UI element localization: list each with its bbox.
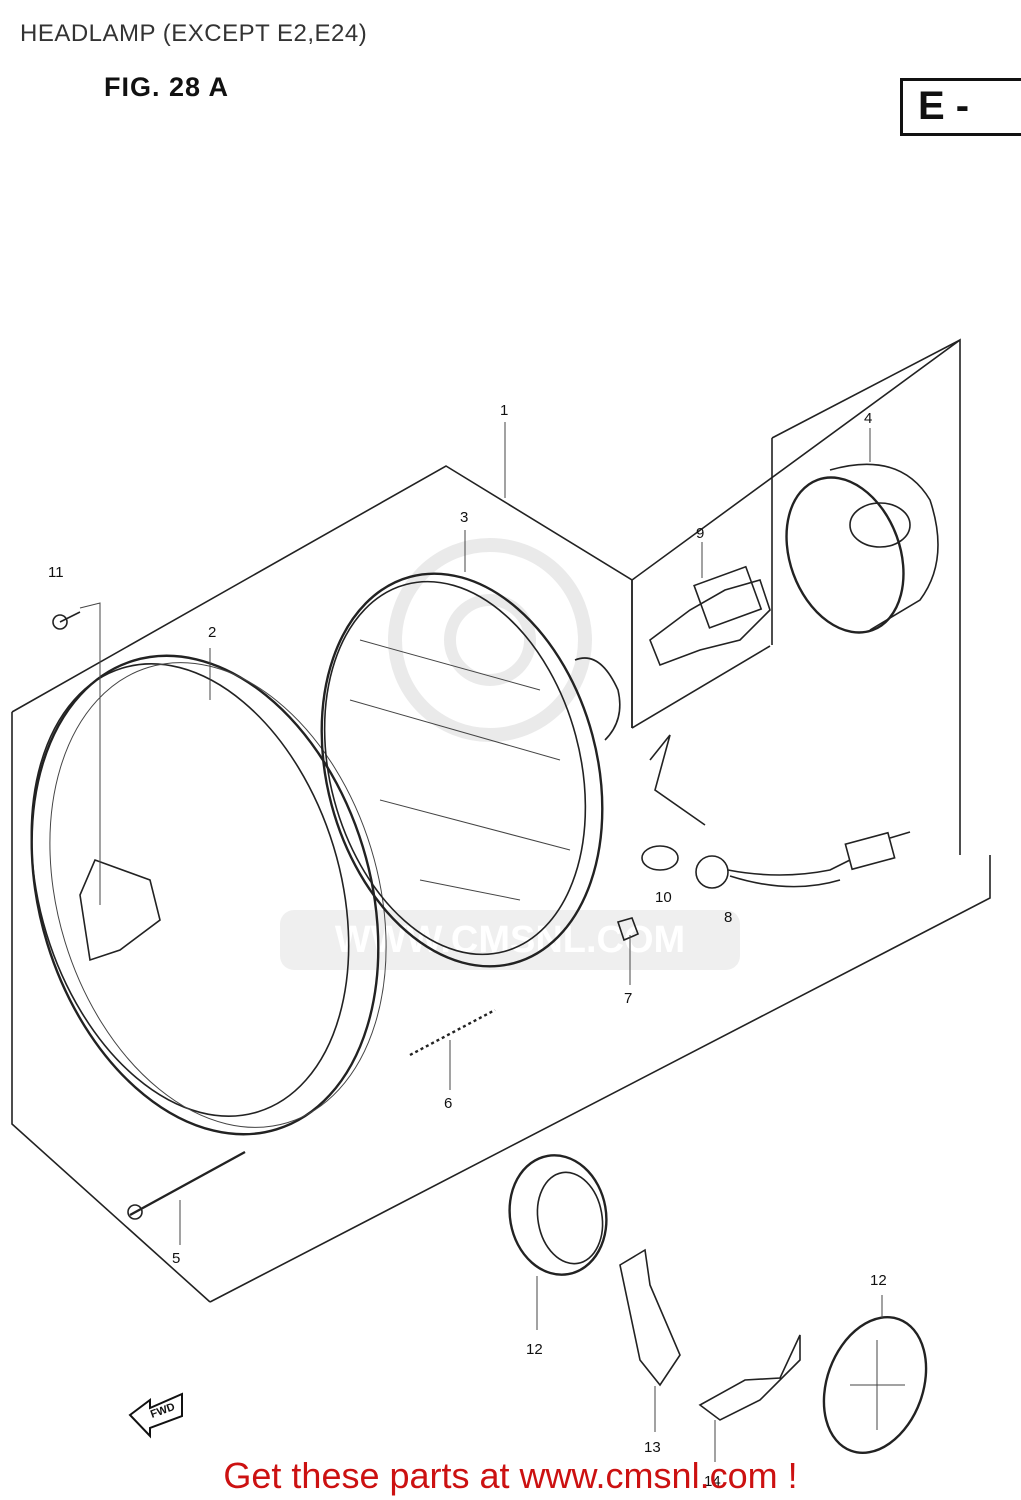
callout-6: 6 bbox=[444, 1095, 452, 1112]
callout-7: 7 bbox=[624, 990, 632, 1007]
figure-label: FIG. 28 A bbox=[104, 72, 230, 102]
small-hardware bbox=[52, 602, 640, 1245]
region-code: E - bbox=[918, 84, 970, 128]
callout-1: 1 bbox=[500, 402, 508, 419]
callout-11: 11 bbox=[48, 564, 64, 581]
watermark-logo: WWW.CMSNL.COM bbox=[280, 538, 740, 970]
callout-5: 5 bbox=[172, 1250, 180, 1267]
assembly-outline bbox=[11, 338, 991, 1303]
region-box bbox=[900, 78, 1021, 136]
halogen-bulb bbox=[649, 542, 771, 667]
page-title: HEADLAMP (EXCEPT E2,E24) bbox=[20, 20, 368, 47]
callout-10: 10 bbox=[655, 889, 672, 906]
position-bulb-and-socket bbox=[641, 734, 911, 889]
callout-9: 9 bbox=[696, 525, 704, 542]
socket-housing bbox=[785, 428, 939, 634]
callout-8: 8 bbox=[724, 909, 732, 926]
headlamp-rim bbox=[30, 648, 387, 1136]
reflectors-and-brackets bbox=[508, 1154, 928, 1462]
callout-4: 4 bbox=[864, 410, 872, 427]
headlamp-unit bbox=[320, 530, 621, 968]
forward-direction-icon: FWD bbox=[128, 1392, 183, 1439]
callout-12b: 12 bbox=[870, 1272, 887, 1289]
callout-13: 13 bbox=[644, 1439, 661, 1456]
fwd-label: FWD bbox=[149, 1401, 177, 1421]
watermark-text: WWW.CMSNL.COM bbox=[335, 919, 685, 961]
callout-3: 3 bbox=[460, 509, 468, 526]
callout-14: 14 bbox=[704, 1473, 721, 1490]
callout-2: 2 bbox=[208, 624, 216, 641]
footer-link[interactable]: Get these parts at www.cmsnl.com ! bbox=[223, 1455, 798, 1496]
callout-12a: 12 bbox=[526, 1341, 543, 1358]
